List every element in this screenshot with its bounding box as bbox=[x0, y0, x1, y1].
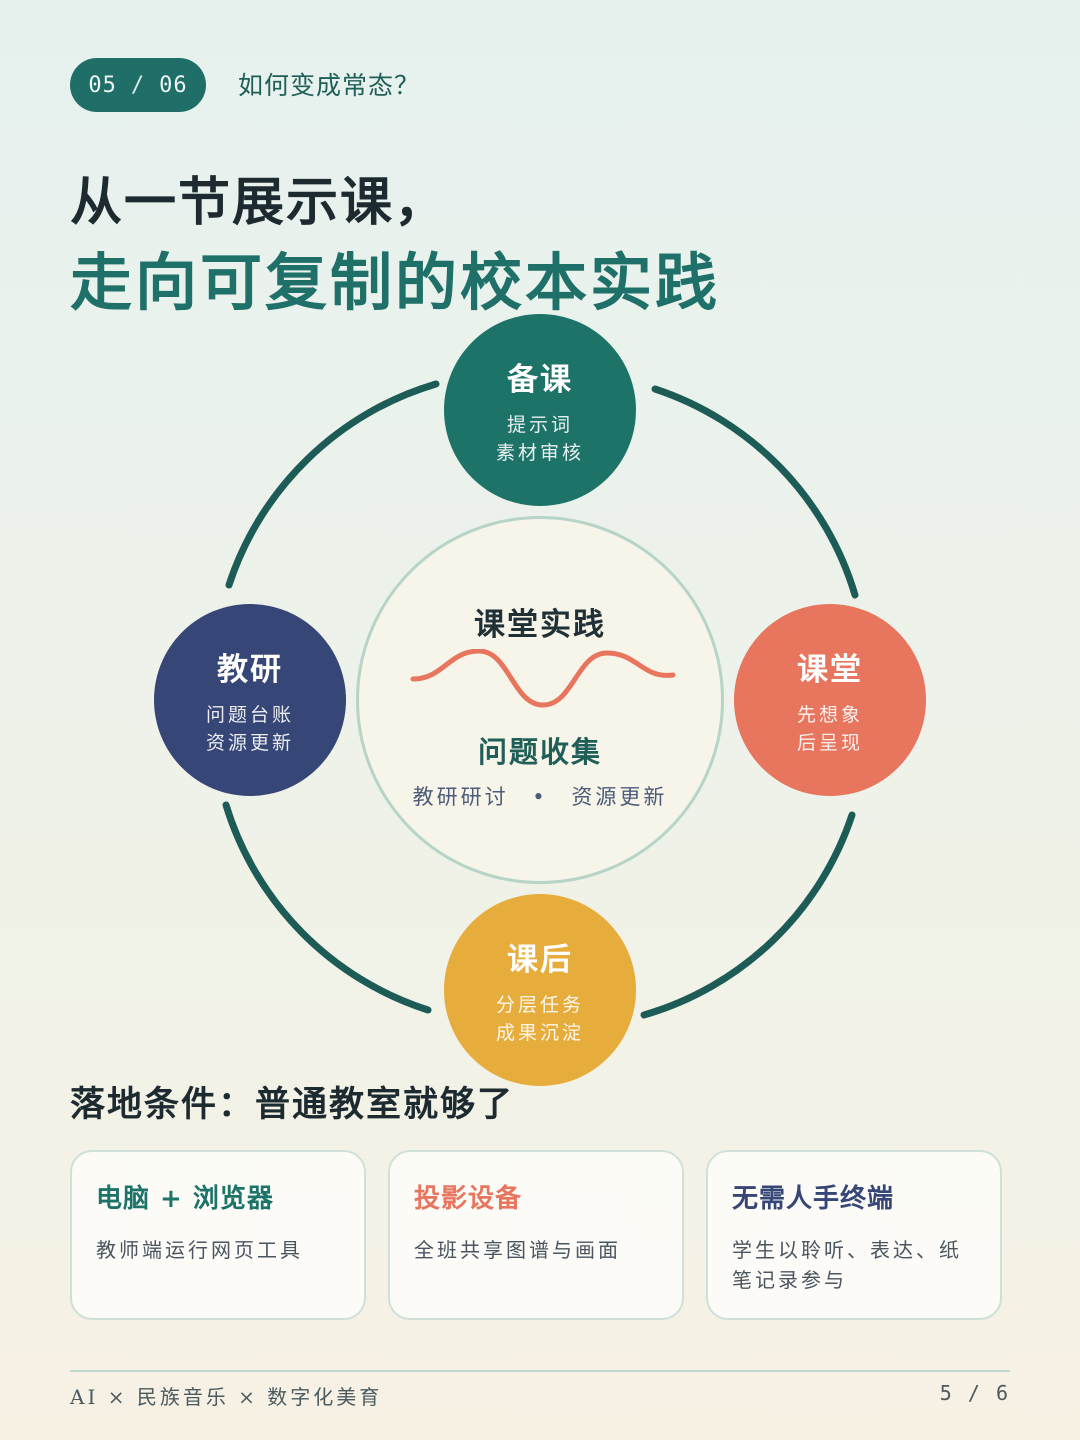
cycle-node-teaching-research: 教研 问题台账 资源更新 bbox=[154, 604, 346, 796]
center-tag: 资源更新 bbox=[571, 785, 668, 809]
cycle-node-after-class: 课后 分层任务 成果沉淀 bbox=[444, 894, 636, 1086]
card-title: 无需人手终端 bbox=[732, 1184, 895, 1214]
center-subtitle: 问题收集 bbox=[477, 735, 602, 769]
center-title: 课堂实践 bbox=[474, 607, 606, 643]
node-title: 课堂 bbox=[797, 651, 863, 688]
footer-divider bbox=[70, 1370, 1010, 1372]
ring-arc-bottom-right bbox=[640, 811, 856, 1019]
ring-arc-top-left bbox=[225, 380, 440, 589]
footer-tagline: AI × 民族音乐 × 数字化美育 bbox=[70, 1385, 383, 1409]
card-description: 教师端运行网页工具 bbox=[96, 1238, 303, 1262]
node-title: 备课 bbox=[507, 361, 573, 398]
node-detail: 提示词 bbox=[506, 413, 573, 436]
card-description: 学生以聆听、表达、纸笔记录参与 bbox=[732, 1238, 962, 1292]
center-tags: 教研研讨 • 资源更新 bbox=[359, 781, 721, 811]
wave-icon bbox=[410, 649, 676, 708]
node-detail: 先想象 bbox=[796, 703, 863, 726]
center-tag-separator: • bbox=[532, 785, 548, 809]
node-detail: 分层任务 bbox=[495, 993, 584, 1016]
conditions-heading: 落地条件：普通教室就够了 bbox=[70, 1085, 515, 1125]
node-detail: 素材审核 bbox=[495, 441, 584, 464]
node-detail: 后呈现 bbox=[796, 731, 863, 754]
node-detail: 资源更新 bbox=[205, 731, 294, 754]
page-total: 06 bbox=[159, 72, 188, 98]
page-title-line-1: 从一节展示课， bbox=[70, 173, 449, 233]
page-title-line-2: 走向可复制的校本实践 bbox=[70, 246, 721, 319]
node-title: 课后 bbox=[507, 941, 573, 978]
footer-page-number: 5 / 6 bbox=[939, 1381, 1010, 1405]
card-title: 投影设备 bbox=[414, 1184, 523, 1214]
page-current: 05 bbox=[88, 72, 117, 98]
node-title: 教研 bbox=[217, 651, 283, 688]
card-title: 电脑 + 浏览器 bbox=[96, 1184, 274, 1214]
cycle-node-lesson-prep: 备课 提示词 素材审核 bbox=[444, 314, 636, 506]
cycle-center: 课堂实践 问题收集 教研研讨 • 资源更新 bbox=[356, 516, 724, 884]
center-tag: 教研研讨 bbox=[412, 785, 509, 809]
node-detail: 成果沉淀 bbox=[495, 1021, 584, 1044]
ring-arc-bottom-left bbox=[222, 801, 432, 1014]
card-description: 全班共享图谱与画面 bbox=[414, 1238, 621, 1262]
condition-card-no-devices: 无需人手终端 学生以聆听、表达、纸笔记录参与 bbox=[706, 1150, 1002, 1320]
page-separator: / bbox=[130, 72, 146, 98]
condition-card-computer: 电脑 + 浏览器 教师端运行网页工具 bbox=[70, 1150, 366, 1320]
ring-arc-top-right bbox=[651, 385, 859, 599]
section-question: 如何变成常态？ bbox=[238, 71, 421, 100]
condition-card-projector: 投影设备 全班共享图谱与画面 bbox=[388, 1150, 684, 1320]
page-indicator-badge: 05 / 06 bbox=[70, 58, 206, 112]
cycle-node-classroom: 课堂 先想象 后呈现 bbox=[734, 604, 926, 796]
node-detail: 问题台账 bbox=[205, 703, 294, 726]
